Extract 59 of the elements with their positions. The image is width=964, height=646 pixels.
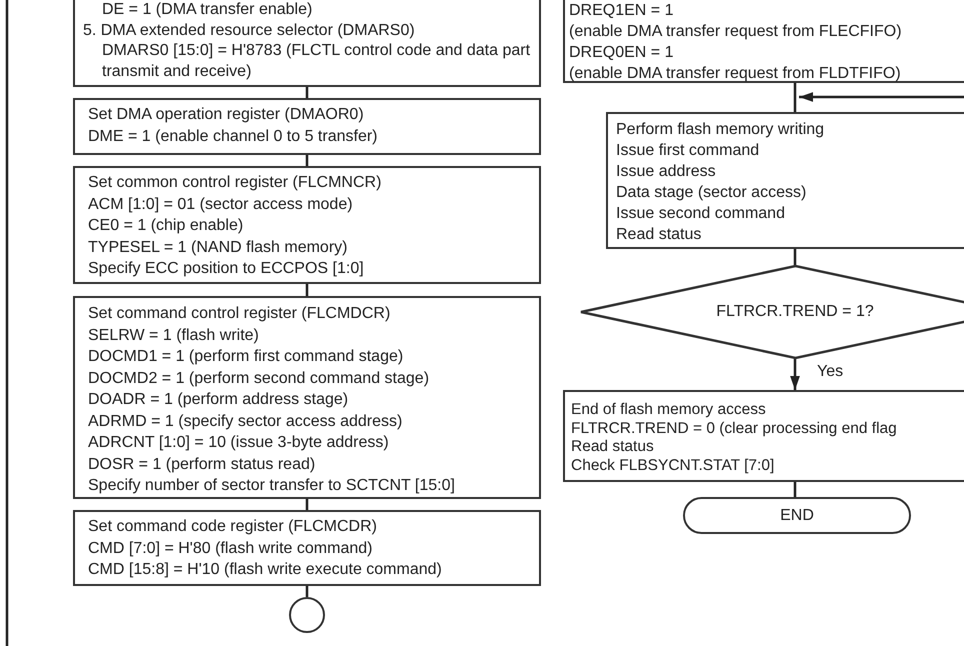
process-box (563, 390, 964, 482)
step-text: DOADR = 1 (perform address stage) (88, 390, 350, 410)
arrow (799, 92, 964, 102)
decision-diamond (581, 266, 964, 358)
connector-line (306, 284, 308, 296)
step-text: ADRMD = 1 (specify sector access address) (88, 412, 404, 432)
connector-line (794, 482, 796, 497)
step-text: Specify ECC position to ECCPOS [1:0] (88, 259, 365, 279)
step-text: Set DMA operation register (DMAOR0) (88, 105, 365, 125)
step-text: Data stage (sector access) (616, 183, 808, 203)
step-text: DOCMD1 = 1 (perform first command stage) (88, 347, 404, 367)
step-text: CMD [7:0] = H'80 (flash write command) (88, 538, 374, 558)
connector-line (794, 83, 796, 112)
connector-line (306, 499, 308, 510)
terminator-box (683, 497, 911, 534)
arrow (790, 358, 800, 390)
step-text: DME = 1 (enable channel 0 to 5 transfer) (88, 126, 378, 146)
step-text: Read status (616, 225, 702, 245)
step-text: CE0 = 1 (chip enable) (88, 216, 244, 236)
process-box (563, 0, 964, 83)
step-text: ADRCNT [1:0] = 10 (issue 3-byte address) (88, 433, 390, 453)
step-text: Read status (571, 438, 655, 456)
step-text: Set command code register (FLCMCDR) (88, 517, 378, 537)
step-text: DOSR = 1 (perform status read) (88, 454, 316, 474)
process-box (73, 0, 541, 87)
process-box (606, 112, 964, 249)
step-text: DMARS0 [15:0] = H'8783 (FLCTL control code and data part transmit and receive) (101, 41, 532, 82)
step-text: Issue first command (616, 141, 760, 161)
step-text: (enable DMA transfer request from FLDTFIFO) (569, 64, 902, 84)
step-text: End of flash memory access (571, 401, 767, 420)
step-text: Set command control register (FLCMDCR) (88, 304, 392, 324)
connector-line (306, 87, 308, 98)
process-box (73, 166, 541, 284)
step-text: Issue address (616, 162, 717, 182)
step-text: Specify number of sector transfer to SCTCNT [15:0] (88, 476, 456, 496)
condition-text: FLTRCR.TREND = 1? (716, 302, 874, 322)
step-text: ACM [1:0] = 01 (sector access mode) (88, 194, 354, 214)
connector-circle (289, 597, 325, 633)
process-box (73, 510, 541, 586)
step-text: 5. DMA extended resource selector (DMARS0) (83, 20, 416, 40)
step-text: CMD [15:8] = H'10 (flash write execute command) (88, 560, 443, 580)
connector-line (306, 586, 308, 597)
step-text: DOCMD2 = 1 (perform second command stage) (88, 368, 430, 388)
terminator-text: END (780, 506, 814, 526)
step-text: DREQ0EN = 1 (569, 43, 674, 63)
step-text: TYPESEL = 1 (NAND flash memory) (88, 238, 348, 258)
process-box (73, 98, 541, 155)
step-text: FLTRCR.TREND = 0 (clear processing end flag (571, 420, 898, 438)
process-box (73, 296, 541, 499)
step-text: Issue second command (616, 204, 786, 224)
connector-line (306, 155, 308, 166)
step-text: Check FLBSYCNT.STAT [7:0] (571, 456, 776, 475)
connector-line (794, 249, 796, 266)
step-text: (enable DMA transfer request from FLECFIFO) (569, 22, 903, 42)
step-text: Set common control register (FLCMNCR) (88, 173, 382, 193)
step-text: DREQ1EN = 1 (569, 1, 674, 21)
step-text: SELRW = 1 (flash write) (88, 326, 260, 346)
step-text: DE = 1 (DMA transfer enable) (101, 0, 314, 20)
step-text: Perform flash memory writing (616, 120, 826, 140)
